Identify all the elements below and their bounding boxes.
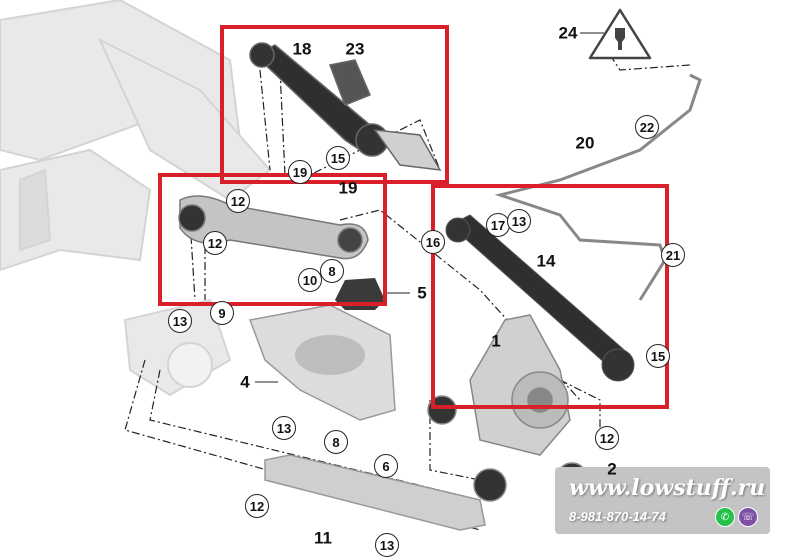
rear-subframe <box>0 0 272 397</box>
upper-control-arm <box>249 42 442 171</box>
highlight-arm-14 <box>431 184 669 409</box>
whatsapp-icon: ✆ <box>715 507 735 527</box>
control-arm-19 <box>178 195 369 260</box>
toe-link <box>264 454 486 531</box>
watermark-banner: www.lowstuff.ru 8-981-870-14-74 ✆ ☏ <box>555 467 770 534</box>
watermark-phone: 8-981-870-14-74 <box>569 509 666 524</box>
watermark-url: www.lowstuff.ru <box>569 475 766 501</box>
viber-icon: ☏ <box>738 507 758 527</box>
electrical-warning-icon <box>588 8 652 60</box>
control-arm-14 <box>445 214 635 382</box>
highlight-arm-19 <box>158 173 387 306</box>
highlight-upper-arm <box>220 25 449 184</box>
highlight-boxes <box>158 25 669 409</box>
